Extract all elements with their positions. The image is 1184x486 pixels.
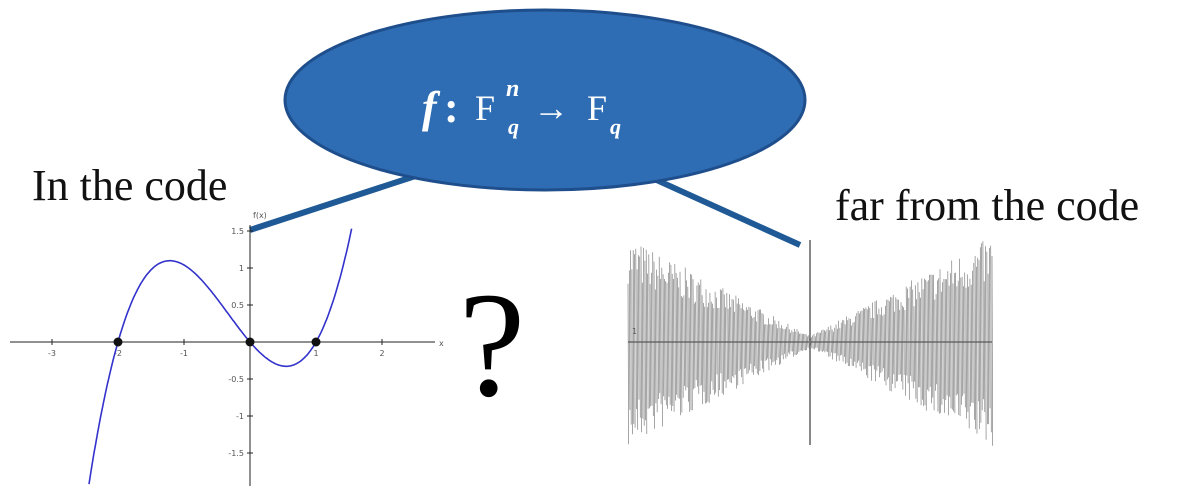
polynomial-chart: x f(x) -3 -2 -1 1 2 1.5 1 0.5 -0.5 -1 -1.5 (10, 211, 444, 486)
y-tick-label: -1 (236, 412, 244, 421)
question-mark: ? (459, 262, 526, 428)
x-axis-label: x (439, 339, 444, 348)
formula-arrow: → (533, 88, 569, 128)
noise-y-tick-label: 1 (632, 327, 637, 336)
formula-subscript2: q (610, 114, 621, 139)
formula-field2: F (587, 88, 607, 128)
connector-left (249, 165, 441, 233)
formula-subscript: q (508, 114, 519, 139)
x-tick-label: 1 (313, 349, 318, 358)
function-bubble (283, 8, 807, 192)
left-label: In the code (32, 161, 227, 210)
y-tick-label: -0.5 (228, 375, 244, 384)
formula-exponent: n (506, 76, 519, 102)
x-tick-label: -3 (48, 349, 56, 358)
root-point (311, 337, 321, 347)
formula-field: F (475, 88, 495, 128)
root-point (245, 337, 255, 347)
y-axis-label: f(x) (253, 211, 267, 220)
bubble-formula: f : F n q → F q (422, 76, 621, 139)
y-tick-label: 0.5 (231, 301, 244, 310)
noise-chart: 1 (627, 240, 993, 446)
x-tick-label: -2 (114, 349, 122, 358)
y-tick-label: 1 (239, 264, 244, 273)
root-point (113, 337, 123, 347)
x-tick-label: 2 (379, 349, 384, 358)
y-tick-label: -1.5 (228, 449, 244, 458)
polynomial-curve (88, 228, 353, 485)
noise-signal (627, 241, 993, 446)
formula-func: f (422, 83, 441, 132)
formula-colon: : (444, 83, 459, 132)
right-label: far from the code (835, 181, 1139, 230)
y-tick-label: 1.5 (231, 227, 244, 236)
x-tick-label: -1 (180, 349, 188, 358)
